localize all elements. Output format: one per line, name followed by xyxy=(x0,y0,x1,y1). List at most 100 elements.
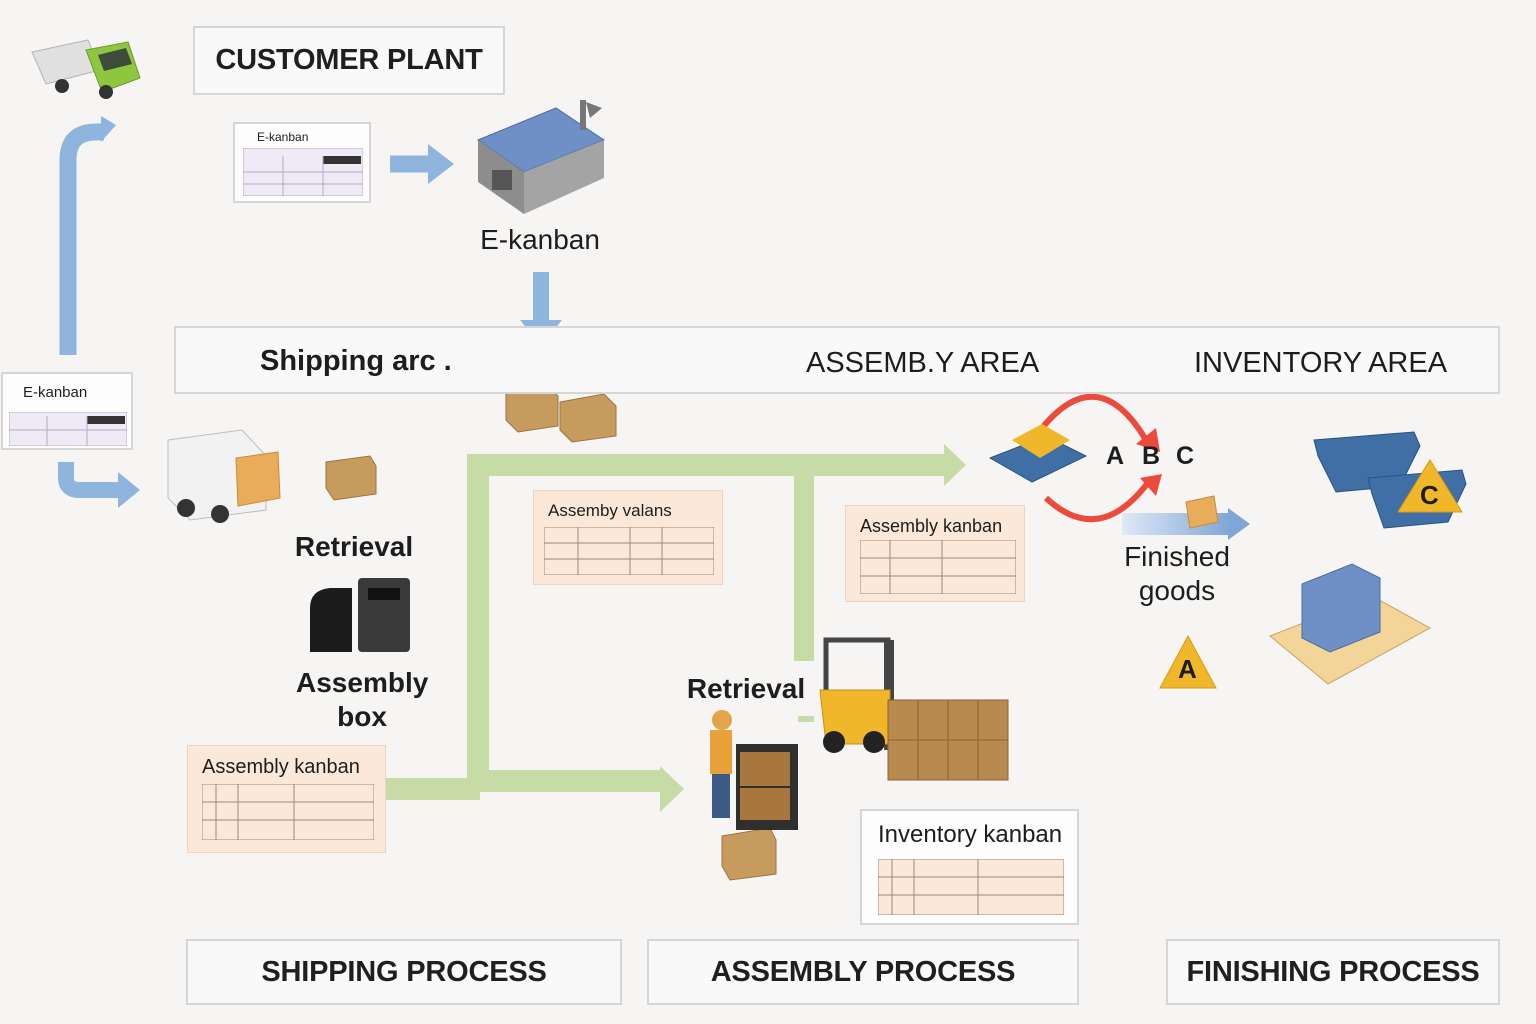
warehouse-icon xyxy=(1269,563,1432,685)
green-lower-arrowhead xyxy=(660,766,684,812)
forklift-wheel-2 xyxy=(863,731,885,753)
assembly-kanban-mid-card: Assembly kanban xyxy=(845,505,1025,602)
cycle-arrowhead-bottom xyxy=(1140,474,1162,496)
forklift-icon xyxy=(819,637,1009,781)
cycle-arrowhead-top xyxy=(1136,428,1160,452)
ekanban-card-left: E-kanban xyxy=(1,372,133,450)
return-arrow-head xyxy=(101,116,116,142)
areas-band xyxy=(174,326,1500,394)
warehouse-tower xyxy=(1301,563,1381,653)
box-truck-wheel-2 xyxy=(211,505,229,523)
shipping-process-label: SHIPPING PROCESS xyxy=(261,955,547,988)
assembly-kanban-bottom-grid xyxy=(202,784,374,840)
marker-a-triangle xyxy=(1159,634,1217,689)
grid-bg xyxy=(202,784,374,840)
finishing-process-header: FINISHING PROCESS xyxy=(1166,939,1500,1005)
assembly-process-label: ASSEMBLY PROCESS xyxy=(710,955,1016,988)
assembly-bin-window xyxy=(368,588,400,600)
ekanban-to-truck-arrow xyxy=(58,462,120,498)
ekanban-center-label: E-kanban xyxy=(480,224,600,255)
inventory-kanban-grid xyxy=(878,859,1064,915)
abc-label-c: C xyxy=(1176,442,1195,470)
parts-tray-icon xyxy=(988,424,1088,483)
box-2 xyxy=(559,393,617,443)
factory-chimney xyxy=(580,100,586,130)
shipping-process-header: SHIPPING PROCESS xyxy=(186,939,622,1005)
cart-box-top xyxy=(740,752,790,786)
factory-door xyxy=(492,170,512,190)
box-truck-wheel-1 xyxy=(177,499,195,517)
retrieval-middle-label: Retrieval xyxy=(686,673,806,704)
cycle-arc-top xyxy=(1039,393,1149,442)
green-bottom-horizontal xyxy=(386,778,480,800)
ekanban-card-left-grid xyxy=(9,412,127,446)
abc-label-a: A xyxy=(1106,442,1125,470)
ekanban-card-top-grid xyxy=(243,148,363,196)
green-right-vertical xyxy=(794,465,814,661)
grid-head xyxy=(323,156,361,164)
grid-head xyxy=(87,416,125,424)
green-top-horizontal xyxy=(467,454,945,476)
delivery-truck-icon xyxy=(31,39,141,99)
customer-plant-label: CUSTOMER PLANT xyxy=(215,44,483,76)
truck-wheel-rear xyxy=(55,79,69,93)
finished-goods-arrowhead xyxy=(1228,508,1250,540)
finishing-process-label: FINISHING PROCESS xyxy=(1186,955,1480,988)
assembly-valans-title: Assemby valans xyxy=(548,501,672,520)
return-arrow-left-vertical xyxy=(59,123,104,355)
worker-legs xyxy=(712,774,730,818)
truck-bed xyxy=(31,39,101,85)
grid-bg xyxy=(860,540,1016,594)
truck-wheel-front xyxy=(99,85,113,99)
abc-label-b: B xyxy=(1142,442,1161,470)
box-4 xyxy=(721,827,777,881)
retrieval-left-label: Retrieval xyxy=(294,531,414,562)
grid-bg xyxy=(878,859,1064,915)
cart-box-bottom xyxy=(740,788,790,820)
green-small-stub xyxy=(798,716,814,722)
tray-parts xyxy=(1012,424,1070,458)
worker-vest xyxy=(710,730,732,774)
green-flow-arrows xyxy=(386,444,966,812)
assembly-area-label: ASSEMB.Y AREA xyxy=(806,347,1040,379)
ekanban-to-truck-arrowhead xyxy=(118,472,140,508)
assembly-kanban-bottom-card: Assembly kanban xyxy=(187,745,386,853)
factory-side xyxy=(524,140,604,214)
marker-a-letter: A xyxy=(1178,654,1197,684)
assembly-valans-card: Assemby valans xyxy=(533,490,723,585)
marker-c-shape xyxy=(1397,459,1463,513)
box-5 xyxy=(1185,495,1219,529)
marker-c-triangle xyxy=(1397,459,1463,513)
green-main-vertical xyxy=(467,454,489,790)
marker-c-letter: C xyxy=(1420,480,1439,510)
factory-flag xyxy=(586,102,602,118)
grid-bg xyxy=(544,527,714,575)
cycle-arc-bottom xyxy=(1043,478,1153,523)
customer-plant-header: CUSTOMER PLANT xyxy=(193,26,505,95)
worker-head xyxy=(712,710,732,730)
box-truck-cargo xyxy=(235,451,281,507)
assembly-kanban-mid-grid xyxy=(860,540,1016,594)
inventory-kanban-title: Inventory kanban xyxy=(878,821,1063,848)
assembly-process-header: ASSEMBLY PROCESS xyxy=(647,939,1079,1005)
ekanban-card-left-title: E-kanban xyxy=(23,384,88,401)
assembly-kanban-mid-title: Assembly kanban xyxy=(860,516,1003,536)
assembly-valans-grid xyxy=(544,527,714,575)
assembly-box-label: Assembly box xyxy=(296,667,429,732)
abc-rotation-cycle xyxy=(1039,393,1162,523)
ekanban-to-plant-arrowhead xyxy=(428,144,454,184)
assembly-box-icon xyxy=(310,578,410,652)
inventory-area-label: INVENTORY AREA xyxy=(1194,347,1448,379)
assembly-kanban-bottom-title: Assembly kanban xyxy=(202,756,360,778)
assembly-bin-left xyxy=(310,588,352,652)
box-truck-icon xyxy=(167,429,281,523)
marker-a-shape xyxy=(1159,634,1217,689)
forklift-wheel-1 xyxy=(823,731,845,753)
green-lower-horizontal xyxy=(480,770,660,792)
box-3 xyxy=(325,455,377,501)
ekanban-card-top-title: E-kanban xyxy=(257,130,309,144)
factory-icon xyxy=(476,100,606,214)
truck-window xyxy=(98,48,132,71)
ekanban-card-top: E-kanban xyxy=(233,122,371,203)
